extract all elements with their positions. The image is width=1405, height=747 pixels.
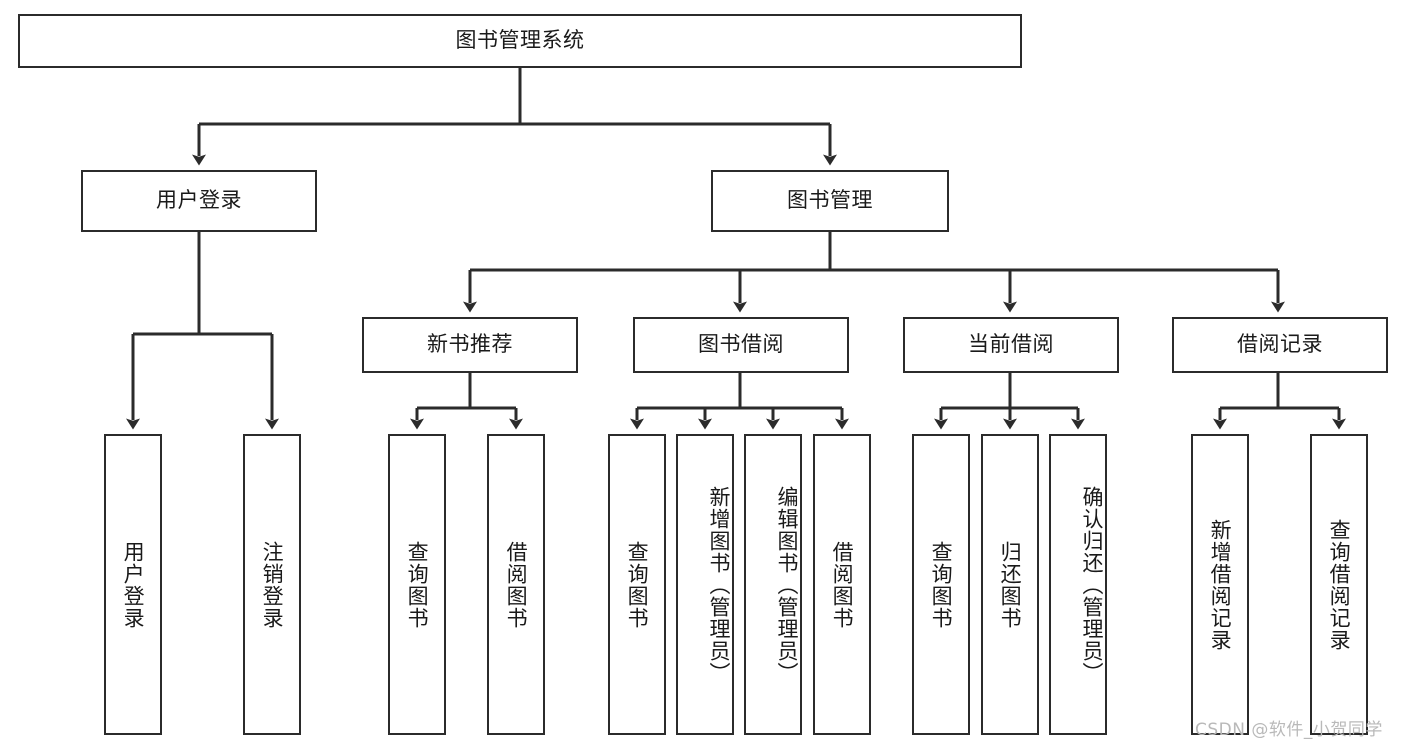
leaf-confirm-return-admin[interactable]: 确认归还（管理员） bbox=[1049, 434, 1107, 735]
leaf-add-borrow-record[interactable]: 新增借阅记录 bbox=[1191, 434, 1249, 735]
leaf-borrow-book-recommend[interactable]: 借阅图书 bbox=[487, 434, 545, 735]
leaf-query-book-recommend[interactable]: 查询图书 bbox=[388, 434, 446, 735]
leaf-query-book-borrow[interactable]: 查询图书 bbox=[608, 434, 666, 735]
leaf-query-borrow-record[interactable]: 查询借阅记录 bbox=[1310, 434, 1368, 735]
leaf-add-book-admin[interactable]: 新增图书（管理员） bbox=[676, 434, 734, 735]
node-book-borrow[interactable]: 图书借阅 bbox=[633, 317, 849, 373]
node-borrow-record[interactable]: 借阅记录 bbox=[1172, 317, 1388, 373]
leaf-borrow-book[interactable]: 借阅图书 bbox=[813, 434, 871, 735]
node-new-book-recommend[interactable]: 新书推荐 bbox=[362, 317, 578, 373]
leaf-logout[interactable]: 注销登录 bbox=[243, 434, 301, 735]
watermark: CSDN @软件_小贺同学 bbox=[1195, 720, 1383, 740]
leaf-return-book[interactable]: 归还图书 bbox=[981, 434, 1039, 735]
node-book-management[interactable]: 图书管理 bbox=[711, 170, 949, 232]
node-root[interactable]: 图书管理系统 bbox=[18, 14, 1022, 68]
node-user-login[interactable]: 用户登录 bbox=[81, 170, 317, 232]
leaf-user-login[interactable]: 用户登录 bbox=[104, 434, 162, 735]
node-current-borrow[interactable]: 当前借阅 bbox=[903, 317, 1119, 373]
leaf-query-book-current[interactable]: 查询图书 bbox=[912, 434, 970, 735]
leaf-edit-book-admin[interactable]: 编辑图书（管理员） bbox=[744, 434, 802, 735]
